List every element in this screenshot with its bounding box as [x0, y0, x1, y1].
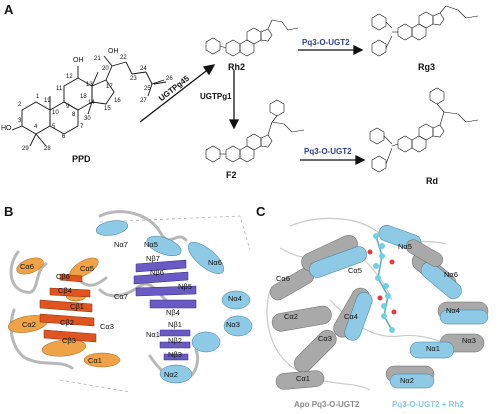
- b-label-na7: Nα7: [114, 240, 128, 249]
- c-label-ca5: Cα5: [348, 266, 362, 275]
- b-label-nb5: Nβ5: [178, 282, 192, 291]
- label-rd: Rd: [426, 176, 438, 186]
- c-cylinders: [269, 224, 489, 390]
- ppd-num-27: 27: [140, 98, 147, 104]
- ppd-num-24: 24: [140, 66, 147, 72]
- ppd-num-30: 30: [84, 116, 91, 122]
- ppd-num-6: 6: [62, 134, 66, 140]
- b-label-ca6: Cα6: [20, 262, 34, 271]
- ppd-num-22: 22: [120, 55, 127, 61]
- b-label-na4: Nα4: [228, 294, 242, 303]
- ppd-oh20: OH: [108, 48, 119, 55]
- c-label-ca6: Cα6: [276, 274, 290, 283]
- ppd-num-28: 28: [44, 146, 51, 152]
- c-label-ca2: Cα2: [284, 312, 298, 321]
- panel-c-letter: C: [256, 204, 266, 219]
- b-label-ca3: Cα3: [100, 322, 114, 331]
- b-label-ca7: Cα7: [114, 292, 128, 301]
- f2-structure: [205, 99, 305, 163]
- b-label-cb4: Cβ4: [58, 286, 72, 295]
- c-label-ca4: Cα4: [344, 312, 358, 321]
- c-label-ca1: Cα1: [296, 374, 310, 383]
- ppd-num-11: 11: [56, 86, 63, 92]
- ppd-oh12: OH: [73, 57, 84, 64]
- ppd-num-13: 13: [86, 82, 93, 88]
- c-label-na6: Nα6: [444, 270, 458, 279]
- ppd-num-5: 5: [52, 124, 56, 130]
- label-ppd: PPD: [72, 154, 91, 164]
- ppd-structure: [11, 55, 167, 147]
- rh2-structure: [205, 19, 299, 57]
- legend-apo: Apo Pq3-O-UGT2: [294, 400, 360, 409]
- label-rg3: Rg3: [418, 62, 436, 72]
- b-label-cb1: Cβ1: [70, 302, 84, 311]
- b-label-na6: Nα6: [208, 258, 222, 267]
- b-label-ca2: Cα2: [22, 320, 36, 329]
- b-label-cb2: Cβ2: [60, 318, 74, 327]
- ppd-num-15: 15: [104, 106, 111, 112]
- enzyme-pq3-bottom: Pq3-O-UGT2: [304, 147, 352, 156]
- b-label-na2: Nα2: [164, 370, 178, 379]
- b-label-na3: Nα3: [226, 320, 240, 329]
- ppd-oh3: HO: [1, 125, 12, 132]
- legend-complex: Pq3-O-UGT2 + Rh2: [392, 400, 464, 409]
- ligand-atoms: [367, 233, 397, 333]
- ppd-num-14: 14: [88, 100, 95, 106]
- rg3-structure: [371, 5, 479, 57]
- c-label-na1: Nα1: [426, 344, 440, 353]
- ppd-num-17: 17: [106, 84, 113, 90]
- ppd-num-26: 26: [166, 76, 173, 82]
- b-label-nb3: Nβ3: [168, 350, 182, 359]
- rd-structure: [369, 87, 479, 173]
- ppd-num-9: 9: [66, 104, 70, 110]
- ppd-num-4: 4: [34, 124, 38, 130]
- b-label-ca1: Cα1: [88, 356, 102, 365]
- ppd-num-18: 18: [80, 94, 87, 100]
- enzyme-pq3-top: Pq3-O-UGT2: [302, 38, 350, 47]
- b-label-na5: Nα5: [144, 240, 158, 249]
- enzyme-ugtpg1: UGTPg1: [200, 92, 232, 101]
- ppd-num-23: 23: [130, 76, 137, 82]
- ppd-num-1: 1: [36, 94, 40, 100]
- panel-b-letter: B: [4, 204, 14, 219]
- ppd-num-8: 8: [72, 112, 76, 118]
- ppd-num-10: 10: [52, 110, 59, 116]
- panel-a-letter: A: [4, 2, 14, 17]
- ppd-num-3: 3: [18, 118, 22, 124]
- c-label-ca3: Cα3: [318, 334, 332, 343]
- ppd-num-12: 12: [66, 74, 73, 80]
- ppd-num-25: 25: [144, 86, 151, 92]
- c-label-na2: Nα2: [400, 376, 414, 385]
- ppd-num-7: 7: [80, 124, 84, 130]
- label-f2: F2: [226, 170, 237, 180]
- c-label-na3: Nα3: [462, 336, 476, 345]
- c-label-na5: Nα5: [398, 242, 412, 251]
- ppd-num-29: 29: [22, 146, 29, 152]
- b-label-nb6: Nβ6: [150, 268, 164, 277]
- b-label-nb7: Nβ7: [146, 254, 160, 263]
- ppd-num-2: 2: [18, 102, 22, 108]
- ppd-num-16: 16: [114, 98, 121, 104]
- b-label-nb2: Nβ2: [168, 336, 182, 345]
- b-label-ca5: Cα5: [80, 264, 94, 273]
- ppd-num-19: 19: [44, 98, 51, 104]
- label-rh2: Rh2: [228, 62, 246, 72]
- b-label-cb6: Cβ6: [56, 272, 70, 281]
- b-label-nb4: Nβ4: [166, 308, 180, 317]
- ppd-num-20: 20: [102, 66, 109, 72]
- reaction-arrows: [139, 44, 366, 166]
- ppd-num-21: 21: [94, 56, 101, 62]
- b-label-cb3: Cβ3: [62, 336, 76, 345]
- b-label-nb1: Nβ1: [168, 320, 182, 329]
- c-label-na4: Nα4: [446, 306, 460, 315]
- b-label-na1: Nα1: [146, 330, 160, 339]
